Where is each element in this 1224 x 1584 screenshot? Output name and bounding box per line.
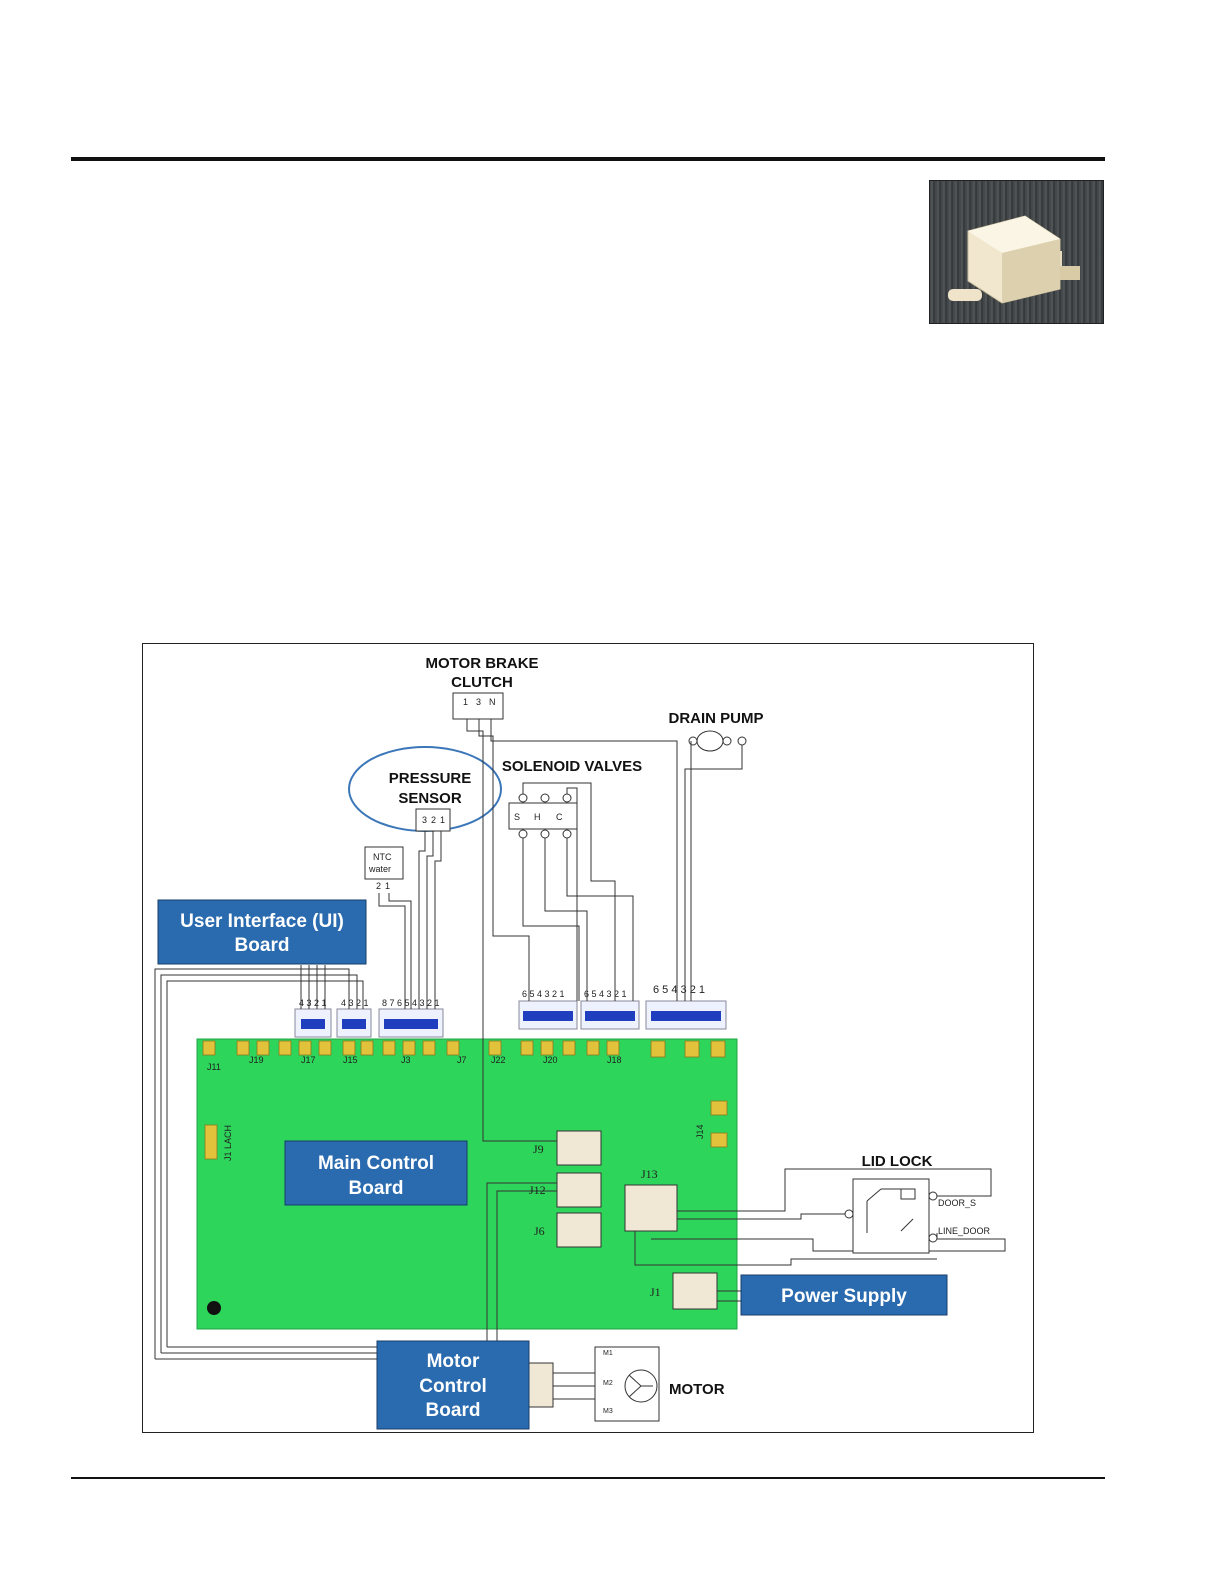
clutch-pin-n: N bbox=[489, 697, 496, 707]
connector-j11: J11 bbox=[207, 1062, 221, 1072]
connector-j20: J20 bbox=[543, 1055, 558, 1065]
bottom-rule bbox=[71, 1477, 1105, 1479]
motor-brake-clutch-label-1: MOTOR BRAKE bbox=[425, 655, 538, 672]
connector-j17: J17 bbox=[301, 1055, 316, 1065]
svg-text:4 3 2 1: 4 3 2 1 bbox=[341, 998, 369, 1008]
drain-pump-label: DRAIN PUMP bbox=[668, 710, 763, 727]
power-supply-box bbox=[740, 1274, 948, 1316]
valve-pin-s: S bbox=[514, 812, 520, 822]
pressure-pin-1: 1 bbox=[440, 815, 445, 825]
ntc-pin-2: 2 bbox=[376, 881, 381, 891]
ui-board-box bbox=[157, 899, 367, 965]
ntc-water-sensor bbox=[364, 846, 404, 880]
connector-j1: J1 bbox=[650, 1285, 661, 1299]
connector-j22: J22 bbox=[491, 1055, 506, 1065]
wire-harness-connectors bbox=[294, 1000, 727, 1038]
ntc-label-2: water bbox=[368, 864, 391, 874]
motor-control-board-label-2: Control bbox=[419, 1376, 487, 1397]
motor-pin-m3: M3 bbox=[603, 1408, 613, 1415]
motor-label: MOTOR bbox=[669, 1381, 725, 1398]
motor-pin-m1: M1 bbox=[603, 1350, 613, 1357]
top-rule bbox=[71, 157, 1105, 161]
svg-text:6 5 4 3 2 1: 6 5 4 3 2 1 bbox=[522, 989, 565, 999]
ntc-label-1: NTC bbox=[373, 852, 392, 862]
door-s-label: DOOR_S bbox=[938, 1198, 976, 1208]
connector-j3: J3 bbox=[401, 1055, 411, 1065]
svg-text:6 5 4 3 2 1: 6 5 4 3 2 1 bbox=[653, 984, 705, 996]
pressure-sensor-label-2: SENSOR bbox=[398, 790, 462, 807]
connector-j6: J6 bbox=[534, 1224, 545, 1238]
pcb-mount-hole bbox=[207, 1301, 221, 1315]
main-control-board-label-2: Board bbox=[349, 1178, 404, 1199]
connector-j12: J12 bbox=[529, 1183, 546, 1197]
ntc-pin-1: 1 bbox=[385, 881, 390, 891]
main-control-board-box bbox=[284, 1140, 468, 1206]
connector-j13: J13 bbox=[641, 1167, 658, 1181]
connector-j19: J19 bbox=[249, 1055, 264, 1065]
connector-j9: J9 bbox=[533, 1142, 544, 1156]
pressure-sensor-photo bbox=[929, 180, 1104, 324]
connector-j18: J18 bbox=[607, 1055, 622, 1065]
motor-brake-clutch-label-2: CLUTCH bbox=[451, 674, 513, 691]
power-supply-label: Power Supply bbox=[781, 1286, 907, 1307]
connector-j1-lach: J1 LACH bbox=[223, 1125, 233, 1161]
connector-j15: J15 bbox=[343, 1055, 358, 1065]
line-door-label: LINE_DOOR bbox=[938, 1226, 991, 1236]
ui-board-label-1: User Interface (UI) bbox=[180, 911, 344, 932]
pressure-pin-2: 2 bbox=[431, 815, 436, 825]
lid-lock-box bbox=[852, 1178, 930, 1254]
lid-lock-label: LID LOCK bbox=[862, 1153, 933, 1170]
pcb-header-pins bbox=[202, 1040, 728, 1160]
clutch-pin-3: 3 bbox=[476, 697, 481, 707]
valve-pin-c: C bbox=[556, 812, 563, 822]
svg-text:6 5 4 3 2 1: 6 5 4 3 2 1 bbox=[584, 989, 627, 999]
pressure-sensor-photo-drawing bbox=[948, 215, 1080, 304]
lid-lock-switches bbox=[844, 1188, 938, 1243]
motor-control-board-box bbox=[376, 1340, 530, 1430]
drain-pump-symbol bbox=[688, 730, 747, 752]
valve-pin-h: H bbox=[534, 812, 541, 822]
pressure-pin-3: 3 bbox=[422, 815, 427, 825]
motor-pin-m2: M2 bbox=[603, 1380, 613, 1387]
motor-control-board-label-3: Board bbox=[426, 1400, 481, 1421]
clutch-connector bbox=[452, 692, 504, 720]
ui-board-label-2: Board bbox=[235, 935, 290, 956]
onboard-sockets bbox=[526, 1130, 718, 1408]
solenoid-valves-symbol bbox=[508, 793, 578, 839]
solenoid-valves-label: SOLENOID VALVES bbox=[502, 758, 642, 775]
svg-text:4 3 2 1: 4 3 2 1 bbox=[299, 998, 327, 1008]
main-control-board-label-1: Main Control bbox=[318, 1153, 434, 1174]
connector-j14: J14 bbox=[695, 1124, 705, 1139]
clutch-pin-1: 1 bbox=[463, 697, 468, 707]
motor-control-board-label-1: Motor bbox=[427, 1351, 480, 1372]
wires bbox=[154, 719, 1006, 1413]
pressure-sensor-label-1: PRESSURE bbox=[389, 770, 472, 787]
connector-j7: J7 bbox=[457, 1055, 467, 1065]
